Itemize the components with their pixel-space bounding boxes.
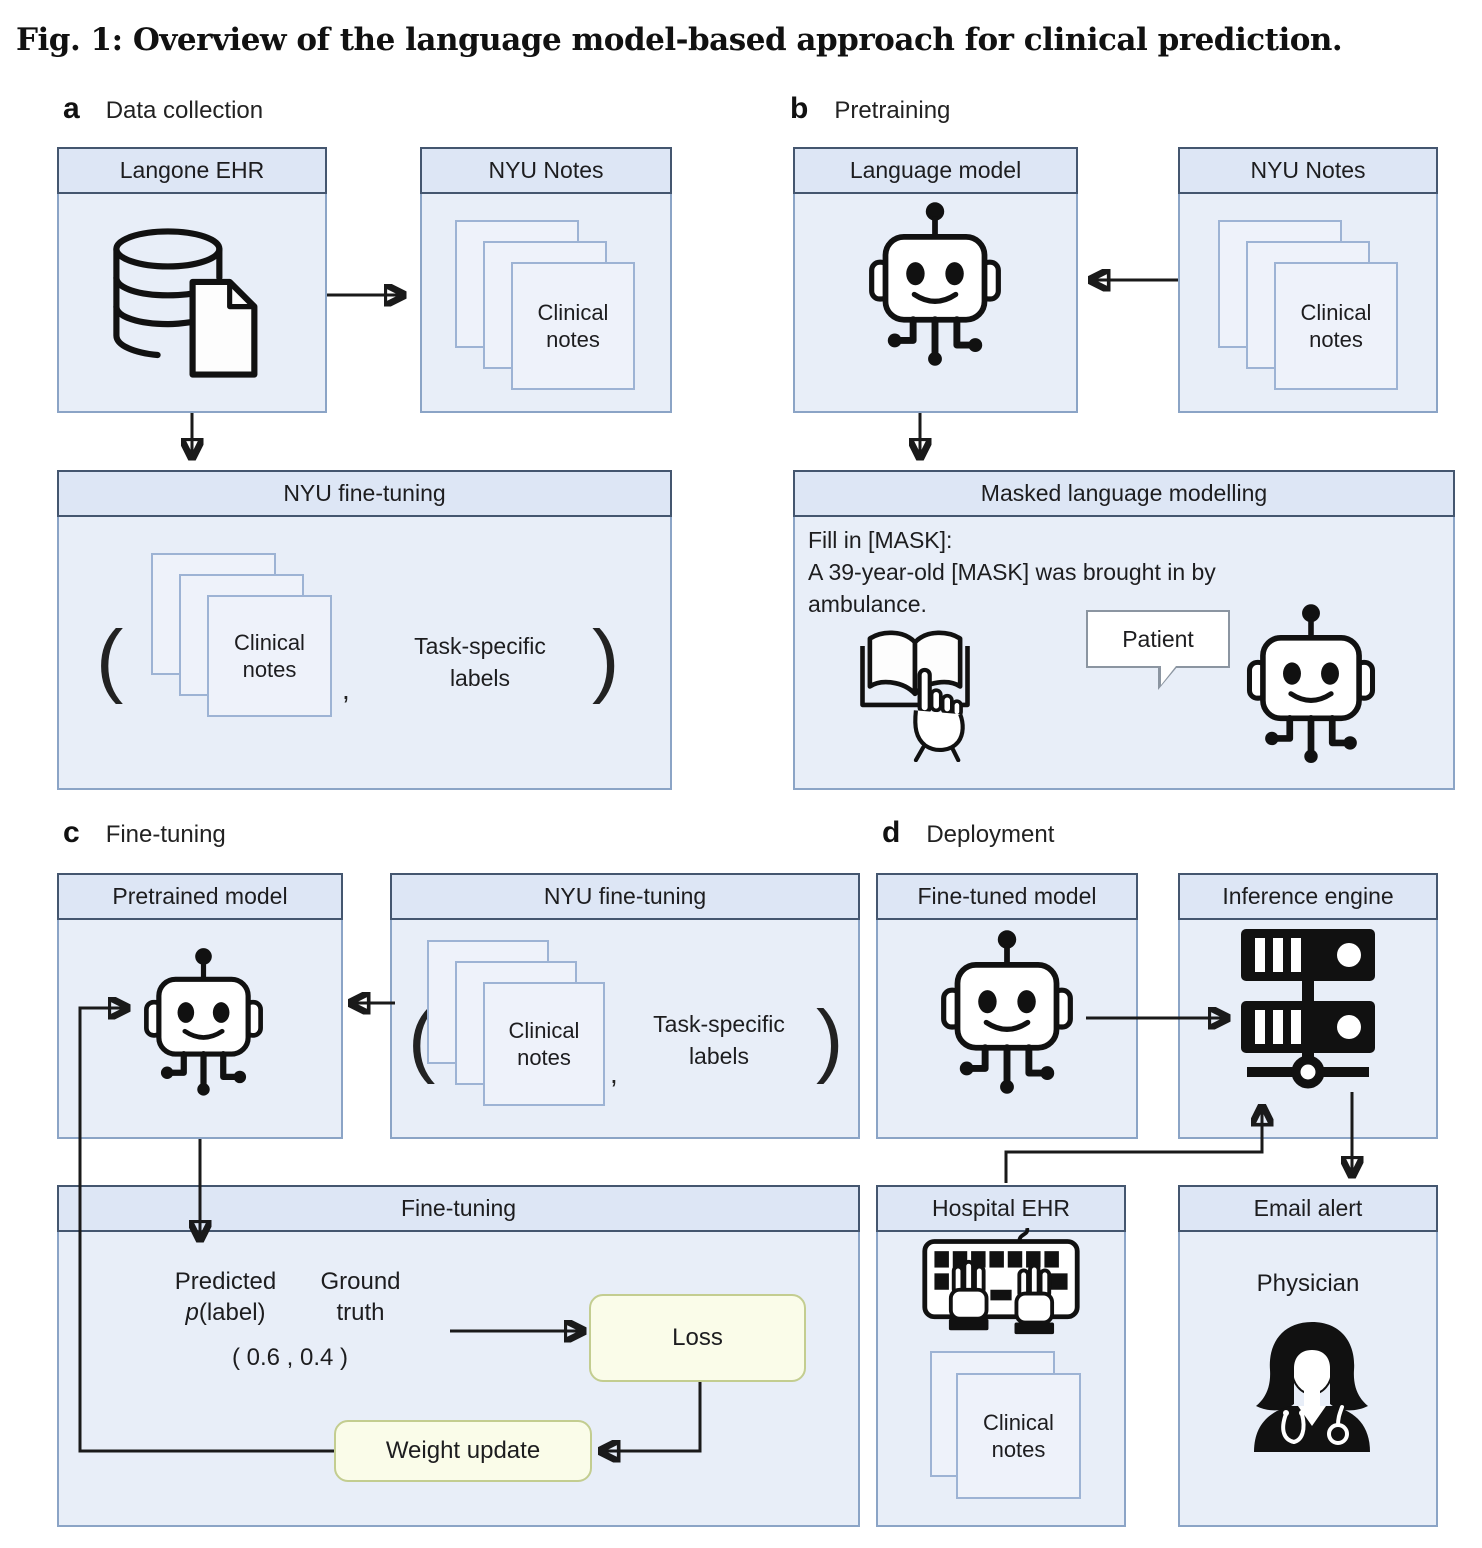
task-specific-labels-c: Task-specific labels <box>653 1011 785 1069</box>
ground-line: Ground <box>320 1268 401 1295</box>
speech-bubble: Patient <box>1086 610 1230 690</box>
box-fine-tuned-model-header: Fine-tuned model <box>876 873 1138 920</box>
loss-box: Loss <box>589 1294 806 1382</box>
tuple-comma-c: , <box>610 1058 618 1089</box>
panel-a-label: a Data collection <box>63 92 263 126</box>
box-nyu-fine-tuning-a-header: NYU fine-tuning <box>57 470 672 517</box>
robot-icon <box>869 202 1001 366</box>
paren-close-c: ) <box>816 994 844 1085</box>
weight-update-box: Weight update <box>334 1420 592 1482</box>
predicted-line: Predicted <box>174 1268 277 1295</box>
panel-c-label: c Fine-tuning <box>63 816 226 850</box>
box-inference-engine-header: Inference engine <box>1178 873 1438 920</box>
panel-d-letter: d <box>882 816 901 849</box>
box-language-model-header: Language model <box>793 147 1078 194</box>
robot-icon <box>941 930 1073 1094</box>
box-nyu-fine-tuning-c: NYU fine-tuning <box>390 873 860 1139</box>
box-fine-tuning-header: Fine-tuning <box>57 1185 860 1232</box>
paren-close-a: ) <box>592 614 620 705</box>
physician-label: Physician <box>1256 1270 1360 1297</box>
box-masked-lm-header: Masked language modelling <box>793 470 1455 517</box>
physician-icon <box>1254 1322 1370 1452</box>
paren-open-a: ( <box>96 614 124 705</box>
panel-c-letter: c <box>63 816 80 849</box>
note-label: Clinical notes <box>234 630 305 682</box>
p-label-rest: (label) <box>198 1299 266 1326</box>
note-label: Clinical notes <box>508 1018 580 1070</box>
panel-a-letter: a <box>63 92 80 125</box>
p-symbol: p <box>185 1299 199 1326</box>
box-pretrained-model-header: Pretrained model <box>57 873 343 920</box>
box-email-alert-header: Email alert <box>1178 1185 1438 1232</box>
box-nyu-notes-a-header: NYU Notes <box>420 147 672 194</box>
mlm-prompt-line3: ambulance. <box>808 591 927 617</box>
note-page-front: Clinical notes <box>956 1373 1081 1499</box>
box-nyu-fine-tuning-a: NYU fine-tuning <box>57 470 672 790</box>
note-page-front: Clinical notes <box>483 982 605 1106</box>
note-label: Clinical notes <box>537 300 609 352</box>
robot-icon <box>144 948 263 1096</box>
panel-a-title: Data collection <box>105 97 264 124</box>
task-specific-labels-a: Task-specific labels <box>414 633 546 691</box>
note-page-front: Clinical notes <box>511 262 635 390</box>
box-nyu-fine-tuning-c-header: NYU fine-tuning <box>390 873 860 920</box>
panel-b-letter: b <box>790 92 809 125</box>
mlm-prompt-line1: Fill in [MASK]: <box>808 527 953 553</box>
panel-b-label: b Pretraining <box>790 92 950 126</box>
box-langone-ehr-header: Langone EHR <box>57 147 327 194</box>
truth-line: truth <box>336 1299 385 1326</box>
panel-d-label: d Deployment <box>882 816 1054 850</box>
figure-title: Fig. 1: Overview of the language model-b… <box>16 22 1343 58</box>
keyboard-typing-hands-icon <box>922 1228 1080 1335</box>
panel-b-title: Pretraining <box>834 97 951 124</box>
panel-c-title: Fine-tuning <box>105 821 226 848</box>
robot-icon <box>1246 604 1376 764</box>
box-hospital-ehr-header: Hospital EHR <box>876 1185 1126 1232</box>
mlm-prompt-line2: A 39-year-old [MASK] was brought in by <box>808 559 1216 585</box>
note-page-front: Clinical notes <box>1274 262 1398 390</box>
prediction-values: ( 0.6 , 0.4 ) <box>231 1344 349 1371</box>
speech-bubble-label: Patient <box>1122 625 1194 652</box>
box-nyu-notes-b-header: NYU Notes <box>1178 147 1438 194</box>
tuple-comma-a: , <box>342 674 350 705</box>
panel-d-title: Deployment <box>926 821 1055 848</box>
note-page-front: Clinical notes <box>207 595 332 717</box>
loss-label: Loss <box>672 1324 723 1351</box>
p-label-line: p(label) <box>158 1297 293 1328</box>
ground-truth-label: Ground truth <box>308 1266 413 1328</box>
note-label: Clinical notes <box>1300 300 1372 352</box>
book-reading-hand-icon <box>860 630 970 762</box>
server-icon <box>1241 929 1375 1089</box>
weight-update-label: Weight update <box>385 1437 541 1464</box>
predicted-p-label: Predicted p(label) <box>158 1266 293 1328</box>
note-label: Clinical notes <box>983 1410 1054 1462</box>
database-document-icon <box>113 228 258 378</box>
